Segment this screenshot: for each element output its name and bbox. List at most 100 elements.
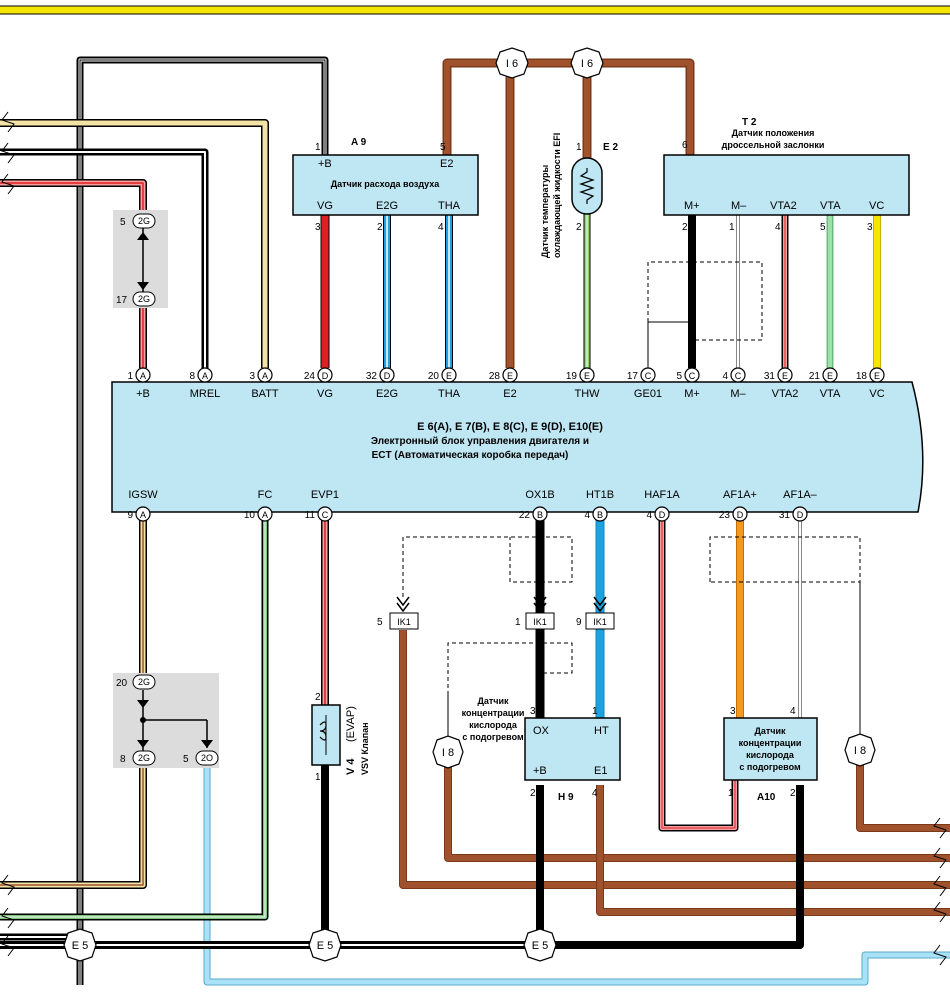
af-sensor-a10: Датчик концентрации кислорода с подогрев… xyxy=(723,706,818,803)
connector-2g-8: 2G 8 xyxy=(120,750,156,766)
svg-text:2: 2 xyxy=(682,222,688,233)
svg-text:2G: 2G xyxy=(138,753,150,763)
svg-text:VC: VC xyxy=(869,200,884,212)
svg-text:THW: THW xyxy=(574,388,600,400)
maf-pin-plusb: +B xyxy=(318,158,332,170)
vsv-sub: (EVAP) xyxy=(345,706,357,742)
svg-text:E: E xyxy=(446,371,452,381)
svg-text:2: 2 xyxy=(576,222,582,233)
svg-text:E2: E2 xyxy=(503,388,516,400)
svg-text:2: 2 xyxy=(790,788,796,799)
svg-text:4: 4 xyxy=(584,510,590,521)
svg-text:4: 4 xyxy=(438,222,444,233)
svg-text:E1: E1 xyxy=(594,765,607,777)
svg-text:5: 5 xyxy=(676,371,682,382)
ect-code: E 2 xyxy=(603,142,618,153)
svg-text:VG: VG xyxy=(317,388,333,400)
svg-text:D: D xyxy=(322,371,329,381)
svg-text:FC: FC xyxy=(258,489,273,501)
tps-name-1: Датчик положения xyxy=(732,128,815,138)
svg-text:THA: THA xyxy=(438,388,461,400)
svg-text:M+: M+ xyxy=(684,388,700,400)
svg-text:M+: M+ xyxy=(684,200,700,212)
svg-text:VTA: VTA xyxy=(820,388,841,400)
tps-name-2: дроссельной заслонки xyxy=(722,140,825,150)
svg-text:IK1: IK1 xyxy=(533,617,547,627)
svg-text:20: 20 xyxy=(428,371,440,382)
svg-text:E2G: E2G xyxy=(376,388,398,400)
coolant-temp-sensor: E 2 1 2 Датчик температуры охлаждающей ж… xyxy=(540,133,618,258)
ecu-pin-ht1b: B4 HT1B xyxy=(584,489,614,522)
svg-text:HT1B: HT1B xyxy=(586,489,614,501)
svg-text:MREL: MREL xyxy=(190,388,221,400)
svg-text:GE01: GE01 xyxy=(634,388,662,400)
svg-text:AF1A–: AF1A– xyxy=(783,489,818,501)
svg-text:кислорода: кислорода xyxy=(746,750,795,760)
ect-name-2: охлаждающей жидкости EFI xyxy=(552,133,562,258)
ground-e5-2: E 5 xyxy=(308,928,342,962)
svg-text:A: A xyxy=(140,371,146,381)
svg-text:IGSW: IGSW xyxy=(128,489,158,501)
ecu-pin-mx: C5M+ xyxy=(676,367,700,400)
left-edge-breaks xyxy=(1,111,15,957)
svg-text:E: E xyxy=(874,371,880,381)
svg-text:концентрации: концентрации xyxy=(462,708,525,718)
svg-text:1: 1 xyxy=(576,142,582,153)
svg-text:A: A xyxy=(262,510,268,520)
svg-text:A: A xyxy=(140,510,146,520)
svg-text:E: E xyxy=(827,371,833,381)
maf-code: A 9 xyxy=(351,137,367,148)
svg-text:D: D xyxy=(797,510,804,520)
throttle-position-sensor: T 2 Датчик положения дроссельной заслонк… xyxy=(663,117,910,233)
maf-name: Датчик расхода воздуха xyxy=(331,179,441,189)
svg-text:B: B xyxy=(597,510,603,520)
junction-i8-left: I 8 xyxy=(432,735,464,769)
svg-text:10: 10 xyxy=(244,510,256,521)
svg-text:17: 17 xyxy=(627,371,639,382)
svg-text:IK1: IK1 xyxy=(593,617,607,627)
svg-text:E 5: E 5 xyxy=(72,940,89,952)
junction-i6-right: I 6 xyxy=(570,47,604,79)
svg-text:I 6: I 6 xyxy=(581,58,593,70)
svg-text:BATT: BATT xyxy=(251,388,279,400)
oxygen-sensor-h9: OX HT +B E1 3 1 2 4 H 9 Датчик концентра… xyxy=(462,696,621,803)
svg-text:24: 24 xyxy=(304,371,316,382)
svg-text:E 5: E 5 xyxy=(532,940,549,952)
ecu-top-pins: A1+BA8MRELA3BATTD24VGD32E2GE20THAE28E2E1… xyxy=(127,367,885,400)
svg-text:кислорода: кислорода xyxy=(469,720,518,730)
connector-2g-20: 2G 20 xyxy=(116,674,156,690)
svg-text:OX1B: OX1B xyxy=(525,489,554,501)
h9-code: H 9 xyxy=(558,792,574,803)
connector-ik1-5: IK1 5 xyxy=(377,596,419,630)
svg-text:M–: M– xyxy=(731,200,747,212)
svg-text:3: 3 xyxy=(867,222,873,233)
svg-text:5: 5 xyxy=(377,617,383,628)
svg-text:11: 11 xyxy=(305,510,316,521)
svg-text:1: 1 xyxy=(728,788,734,799)
svg-text:C: C xyxy=(689,371,696,381)
svg-text:5: 5 xyxy=(183,754,189,765)
junction-i8-right: I 8 xyxy=(844,733,876,767)
svg-text:E 5: E 5 xyxy=(317,940,334,952)
svg-text:C: C xyxy=(735,371,742,381)
svg-text:4: 4 xyxy=(790,706,796,717)
svg-text:C: C xyxy=(645,371,652,381)
svg-text:IK1: IK1 xyxy=(397,617,411,627)
svg-text:28: 28 xyxy=(489,371,501,382)
svg-text:EVP1: EVP1 xyxy=(311,489,339,501)
svg-text:1: 1 xyxy=(315,142,321,153)
connector-ik1-9: IK1 9 xyxy=(576,596,615,630)
svg-text:I 8: I 8 xyxy=(442,747,454,759)
svg-text:23: 23 xyxy=(719,510,731,521)
svg-text:5: 5 xyxy=(120,217,126,228)
svg-text:4: 4 xyxy=(722,371,728,382)
svg-text:1: 1 xyxy=(127,371,133,382)
